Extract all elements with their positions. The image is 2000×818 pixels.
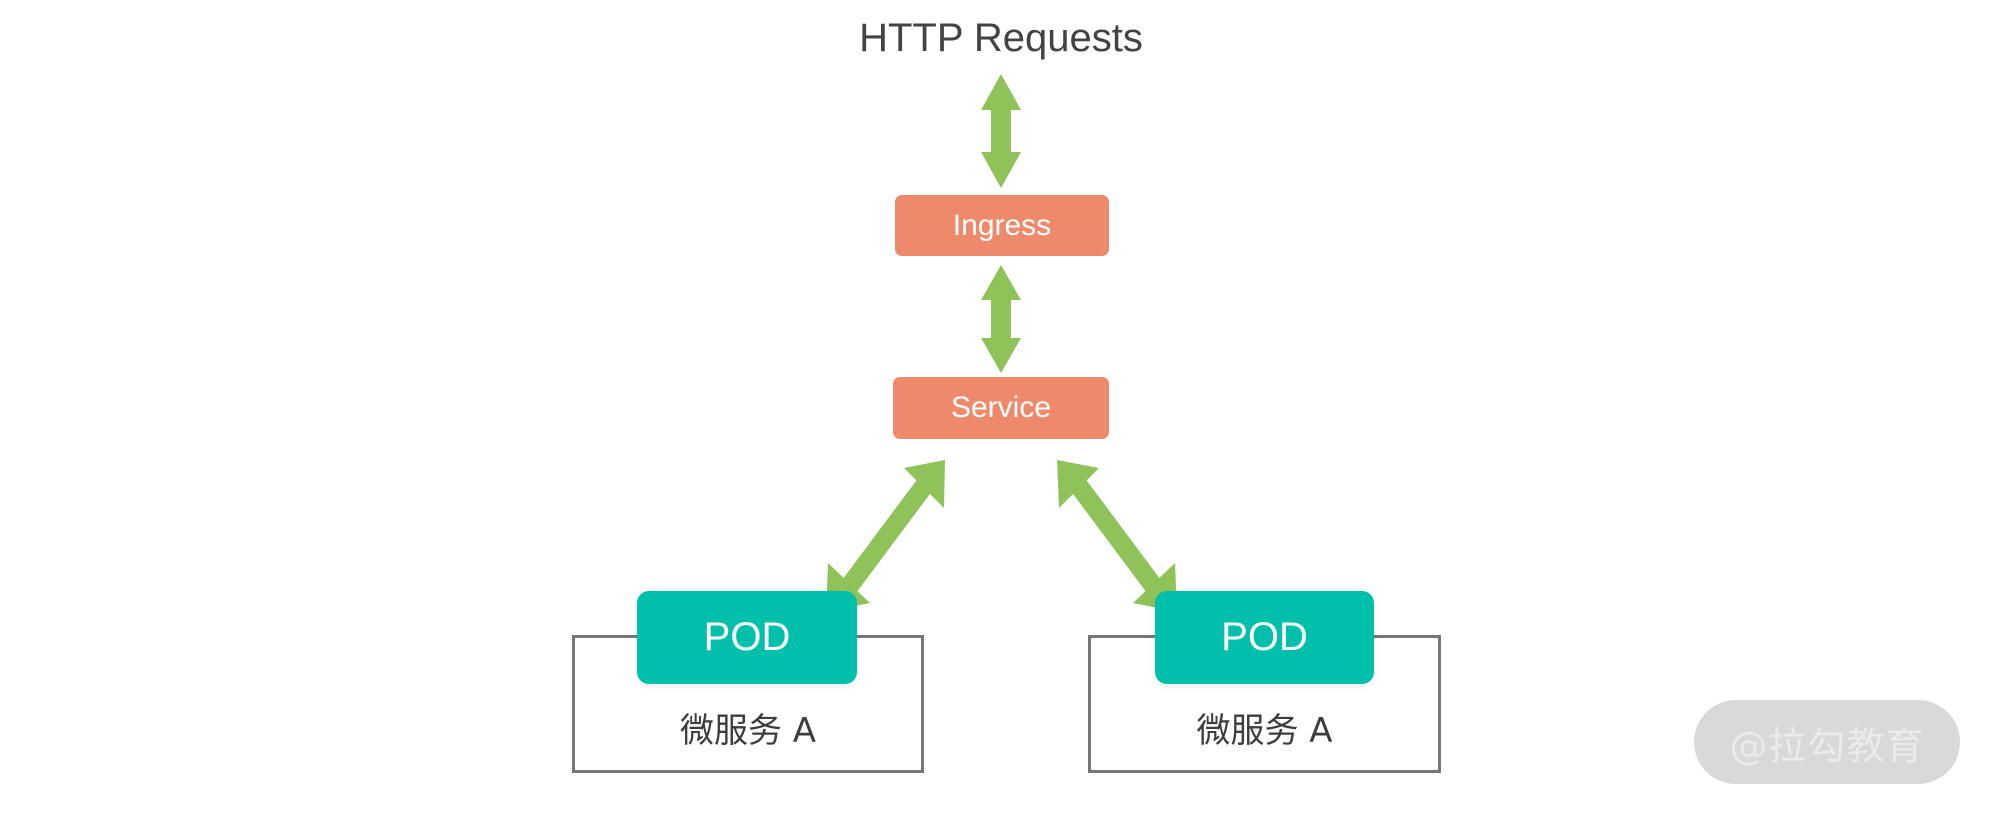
node-service-label: Service <box>950 391 1052 424</box>
node-service[interactable]: Service <box>893 377 1109 439</box>
node-pod-left-label: POD <box>703 615 791 659</box>
connector-service-to-pod-right-icon <box>1057 460 1177 612</box>
node-pod-right-label: POD <box>1221 615 1308 659</box>
node-ingress[interactable]: Ingress <box>895 195 1109 256</box>
node-pod-left[interactable]: POD <box>637 591 857 684</box>
node-ingress-label: Ingress <box>952 208 1052 242</box>
microservice-label-left: 微服务 A <box>679 711 817 751</box>
page-title-text: HTTP Requests <box>859 16 1143 60</box>
connector-ingress-to-service-icon <box>981 265 1021 373</box>
node-pod-right[interactable]: POD <box>1155 591 1374 684</box>
watermark-text: @拉勾教育 <box>1729 723 1925 768</box>
microservice-label-right: 微服务 A <box>1196 711 1333 751</box>
watermark-badge: @拉勾教育 <box>1694 700 1960 784</box>
page-title: HTTP Requests <box>0 14 2000 62</box>
connector-service-to-pod-left-icon <box>826 460 945 612</box>
connector-requests-to-ingress-icon <box>981 74 1021 188</box>
